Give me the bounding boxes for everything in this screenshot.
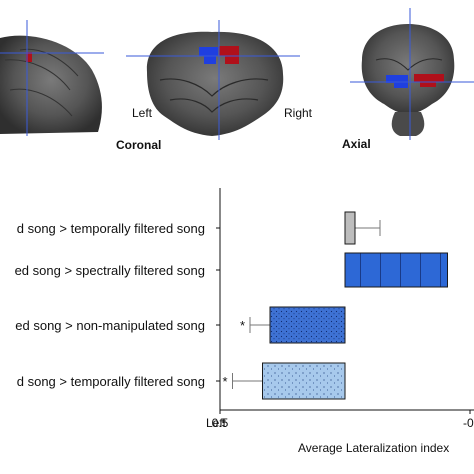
coronal-right-label: Right [284,106,313,120]
significance-marker: * [240,318,245,333]
category-label: d song > temporally filtered song [17,221,205,236]
coronal-view-label: Coronal [116,138,161,152]
coronal-brain-image [126,20,300,140]
axial-view-label: Axial [342,137,371,151]
bar [269,306,346,344]
category-label: d song > temporally filtered song [17,374,205,389]
significance-marker: * [223,374,228,389]
axial-brain-image [350,8,474,140]
x-axis-left-label: Left [206,416,227,430]
bar [344,252,448,288]
x-tick-label: -0. [463,416,474,430]
bar [344,211,356,245]
category-label: ed song > non-manipulated song [15,318,205,333]
x-tick-label: 0.5 [212,416,229,430]
x-axis-title: Average Lateralization index [298,441,449,455]
lateralization-bar-chart: d song > temporally filtered song ed song… [15,188,474,455]
coronal-left-label: Left [132,106,153,120]
bar [262,362,346,400]
category-label: ed song > spectrally filtered song [15,263,205,278]
sagittal-brain-image [0,20,104,136]
